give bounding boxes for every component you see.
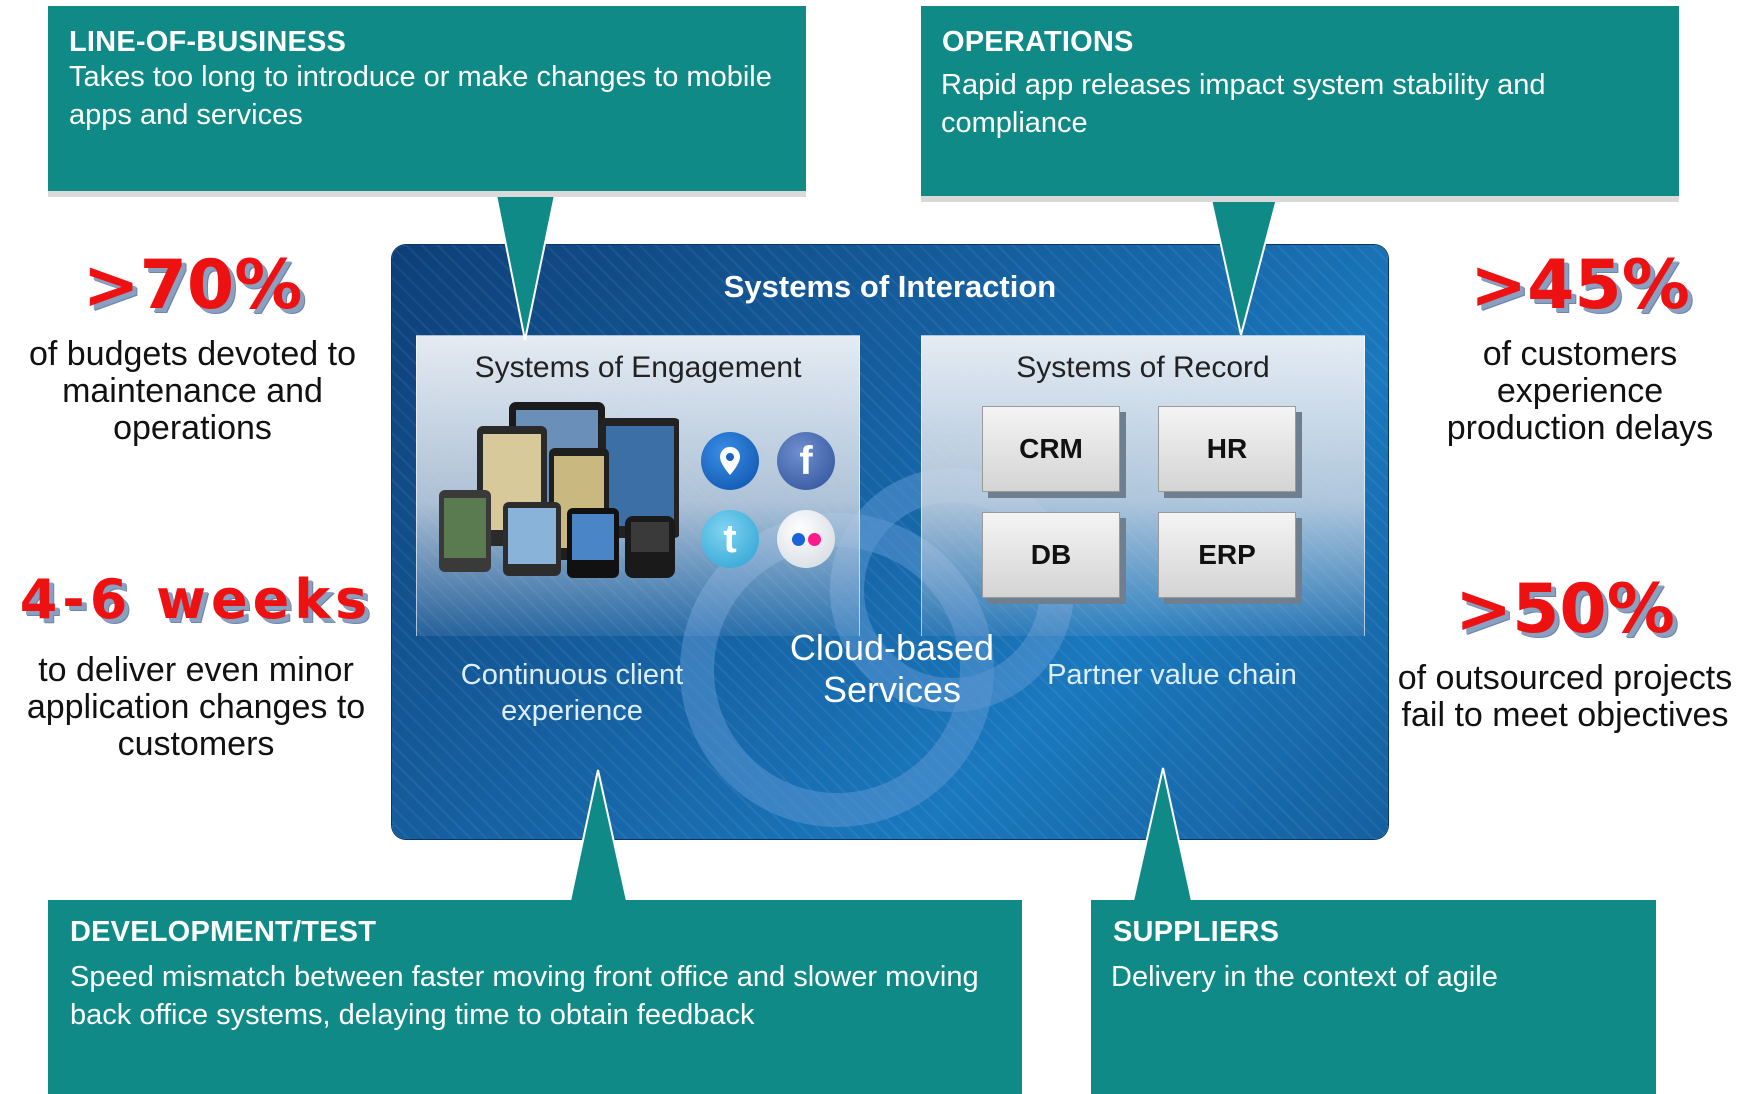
stat-budget-maintenance: >70% of budgets devoted to maintenance a… [0, 248, 385, 447]
stat-value: >45% [1470, 246, 1690, 325]
stat-text: to deliver even minor application change… [26, 651, 366, 763]
stat-delivery-weeks: 4-6 weeks to deliver even minor applicat… [0, 568, 392, 763]
twitter-icon: t [701, 510, 759, 568]
development-test-text: Speed mismatch between faster moving fro… [70, 961, 979, 1031]
erp-box: ERP [1158, 512, 1296, 598]
db-box: DB [982, 512, 1120, 598]
stat-text: of customers experience production delay… [1446, 335, 1714, 447]
operations-callout: OPERATIONS Rapid app releases impact sys… [921, 6, 1679, 196]
operations-title: OPERATIONS [942, 26, 1134, 58]
line-of-business-callout: LINE-OF-BUSINESS Takes too long to intro… [48, 6, 806, 191]
stat-value: >50% [1455, 570, 1675, 649]
operations-text: Rapid app releases impact system stabili… [941, 69, 1546, 139]
stat-outsourced-projects: >50% of outsourced projects fail to meet… [1395, 572, 1735, 734]
cloud-based-services-caption: Cloud-based Services [789, 627, 995, 710]
continuous-client-experience-caption: Continuous client experience [460, 659, 684, 727]
crm-box: CRM [982, 406, 1120, 492]
suppliers-title: SUPPLIERS [1113, 916, 1280, 948]
stat-text: of outsourced projects fail to meet obje… [1397, 659, 1733, 734]
stat-text: of budgets devoted to maintenance and op… [28, 335, 357, 447]
systems-of-record-title: Systems of Record [1016, 351, 1270, 384]
map-pin-icon [701, 432, 759, 490]
facebook-icon: f [777, 432, 835, 490]
stat-production-delays: >45% of customers experience production … [1420, 248, 1740, 447]
systems-of-interaction-title: Systems of Interaction [723, 269, 1057, 304]
suppliers-text: Delivery in the context of agile [1111, 961, 1498, 993]
smartphone-tablet-collage-icon [439, 402, 679, 578]
partner-value-chain-caption: Partner value chain [1047, 659, 1297, 691]
systems-of-record-panel: Systems of Record CRM HR DB ERP [921, 335, 1365, 636]
hr-box: HR [1158, 406, 1296, 492]
development-test-callout: DEVELOPMENT/TEST Speed mismatch between … [48, 900, 1022, 1094]
systems-of-interaction-panel: Systems of Interaction Systems of Engage… [392, 245, 1388, 839]
systems-of-engagement-title: Systems of Engagement [474, 351, 802, 384]
stat-value: >70% [82, 246, 303, 325]
development-test-title: DEVELOPMENT/TEST [70, 916, 377, 948]
line-of-business-text: Takes too long to introduce or make chan… [69, 61, 772, 131]
systems-of-engagement-panel: Systems of Engagement f t [416, 335, 860, 636]
line-of-business-title: LINE-OF-BUSINESS [69, 26, 347, 58]
stat-value: 4-6 weeks [19, 568, 373, 631]
flickr-icon [777, 510, 835, 568]
suppliers-callout: SUPPLIERS Delivery in the context of agi… [1091, 900, 1656, 1094]
